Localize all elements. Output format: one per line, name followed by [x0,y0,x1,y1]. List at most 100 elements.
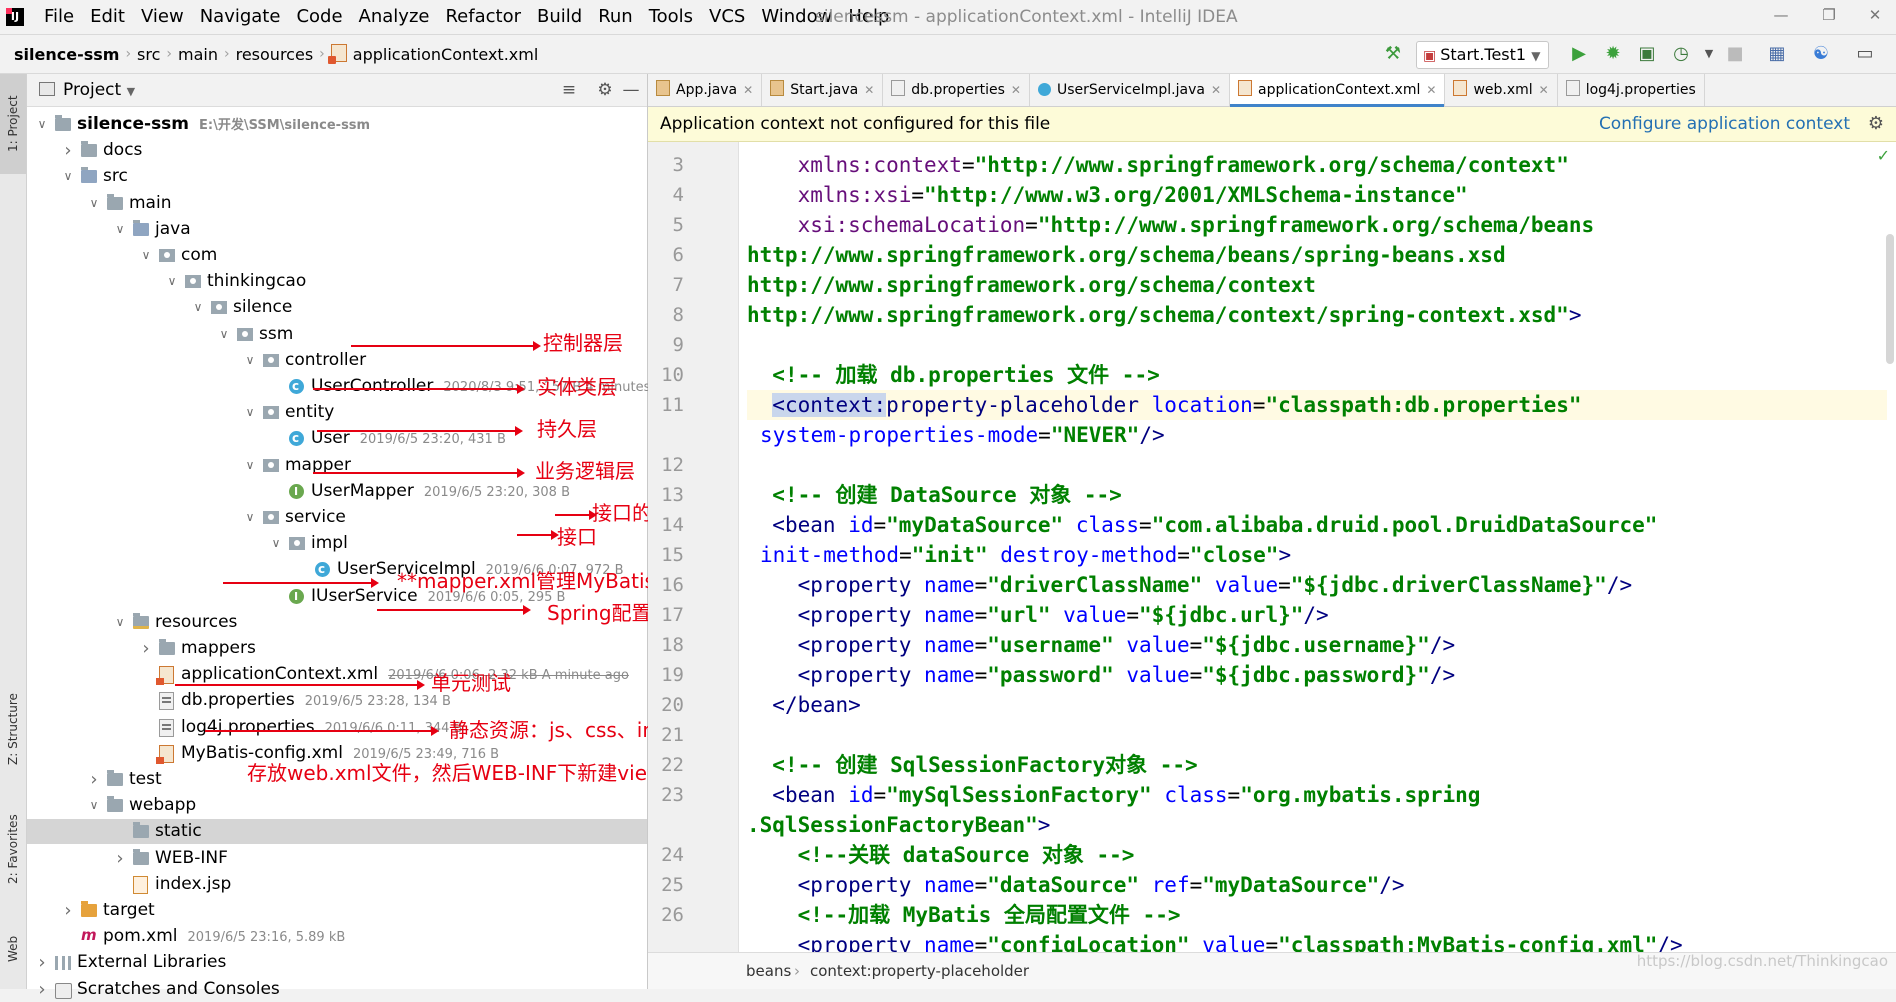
menu-vcs[interactable]: VCS [709,6,746,27]
tab-userserviceimpl-java[interactable]: UserServiceImpl.java✕ [1030,74,1231,106]
close-tab-icon[interactable]: ✕ [743,83,754,97]
expand-arrow-icon[interactable]: ∨ [89,195,99,210]
menu-view[interactable]: View [140,6,184,27]
collapse-arrow-icon[interactable]: › [90,769,98,790]
close-tab-icon[interactable]: ✕ [1426,83,1437,97]
editor-crumb-beans[interactable]: beans [746,962,792,980]
tab-log4j-properties[interactable]: log4j.properties [1558,74,1705,106]
tree-item-package-com[interactable]: ∨com [27,243,647,268]
tree-item-package-silence[interactable]: ∨silence [27,295,647,320]
collapse-arrow-icon[interactable]: › [64,140,72,162]
close-tab-icon[interactable]: ✕ [1210,83,1222,97]
tree-item-package-entity[interactable]: ∨entity [27,400,647,425]
expand-arrow-icon[interactable]: ∨ [141,248,151,262]
expand-arrow-icon[interactable]: ∨ [167,274,177,289]
stop-icon[interactable]: ■ [1726,43,1744,64]
menu-tools[interactable]: Tools [648,6,694,27]
collapse-arrow-icon[interactable]: › [38,952,46,974]
expand-arrow-icon[interactable]: ∨ [219,326,229,341]
breadcrumb-project[interactable]: silence-ssm [14,44,120,64]
tree-item-folder-java[interactable]: ∨java [27,217,647,242]
close-tab-icon[interactable]: ✕ [1010,83,1021,97]
expand-arrow-icon[interactable]: ∨ [63,169,73,184]
collapse-arrow-icon[interactable]: › [116,847,124,869]
tree-item-folder-mappers[interactable]: ›mappers [27,636,647,661]
collapse-arrow-icon[interactable]: › [64,900,72,921]
translate-icon[interactable]: ☯ [1812,43,1830,64]
collapse-arrow-icon[interactable]: › [142,638,150,659]
tree-item-folder-main[interactable]: ∨main [27,191,647,216]
terminal-icon[interactable]: ▭ [1856,43,1874,64]
expand-arrow-icon[interactable]: ∨ [245,405,255,420]
minimize-icon[interactable]: — [1773,6,1789,24]
tab-applicationcontext-xml[interactable]: applicationContext.xml✕ [1230,74,1446,107]
collapse-all-icon[interactable]: ≡ [561,80,577,100]
tree-item-folder-resources[interactable]: ∨resources [27,610,647,635]
tab-start-java[interactable]: Start.java✕ [762,74,884,106]
tree-item-folder-static[interactable]: static [27,819,647,845]
menu-refactor[interactable]: Refactor [445,6,521,27]
tool-tab-favorites[interactable]: 2: Favorites [6,814,20,884]
menu-help[interactable]: Help [848,6,890,27]
breadcrumb-file[interactable]: applicationContext.xml [325,44,545,64]
tab-web-xml[interactable]: web.xml✕ [1445,74,1558,106]
run-icon[interactable]: ▶ [1572,43,1586,64]
project-view-selector[interactable]: Project ▼ [39,74,135,108]
vertical-scrollbar[interactable] [1886,234,1894,364]
tree-item-package-service[interactable]: ∨service [27,505,647,530]
menu-analyze[interactable]: Analyze [358,6,430,27]
tab-db-properties[interactable]: db.properties✕ [883,74,1030,106]
tree-item-package-mapper[interactable]: ∨mapper [27,453,647,478]
chevron-down-icon[interactable]: ▼ [1704,47,1714,60]
expand-arrow-icon[interactable]: ∨ [89,798,99,813]
tool-tab-structure[interactable]: Z: Structure [6,693,20,765]
expand-arrow-icon[interactable]: ∨ [245,457,255,472]
expand-arrow-icon[interactable]: ∨ [193,300,203,315]
profile-icon[interactable]: ◷ [1673,43,1689,64]
tree-item-package-controller[interactable]: ∨controller [27,348,647,373]
breadcrumb-main[interactable]: main [178,44,218,64]
tree-item-package-thinkingcao[interactable]: ∨thinkingcao [27,269,647,294]
close-icon[interactable]: ✕ [1868,6,1882,24]
configure-context-link[interactable]: Configure application context [1598,114,1850,134]
menu-file[interactable]: File [44,6,75,27]
build-hammer-icon[interactable]: ⚒ [1384,43,1402,64]
hide-panel-icon[interactable]: — [622,80,640,100]
menu-run[interactable]: Run [598,6,633,27]
close-tab-icon[interactable]: ✕ [864,83,875,97]
tab-app-java[interactable]: App.java✕ [648,74,763,106]
tree-item-folder-web-inf[interactable]: ›WEB-INF [27,846,647,871]
menu-edit[interactable]: Edit [90,6,125,27]
debug-icon[interactable]: ✹ [1605,43,1621,64]
expand-arrow-icon[interactable]: ∨ [115,221,125,236]
tool-tab-project[interactable]: 1: Project [0,74,26,174]
coverage-icon[interactable]: ▣ [1638,43,1656,64]
breadcrumb-src[interactable]: src [137,44,161,64]
expand-arrow-icon[interactable]: ∨ [115,614,125,629]
tree-item-scratches-and-consoles[interactable]: ›Scratches and Consoles [27,977,647,1002]
menu-code[interactable]: Code [296,6,343,27]
tree-item-package-ssm[interactable]: ∨ssm [27,322,647,347]
collapse-arrow-icon[interactable]: › [38,978,46,1000]
maximize-icon[interactable]: ❐ [1822,6,1836,24]
editor-crumb-placeholder[interactable]: context:property-placeholder [810,962,1030,980]
tree-item-folder-src[interactable]: ∨src [27,164,647,189]
menu-window[interactable]: Window [761,6,833,27]
expand-arrow-icon[interactable]: ∨ [271,536,281,551]
breadcrumb-resources[interactable]: resources [235,44,314,64]
menu-build[interactable]: Build [537,6,583,27]
expand-arrow-icon[interactable]: ∨ [245,510,255,524]
tree-item-folder-test[interactable]: ›test [27,767,647,792]
project-structure-icon[interactable]: ▦ [1768,43,1786,64]
run-configuration-select[interactable]: ▣Start.Test1 ▼ [1416,41,1550,69]
